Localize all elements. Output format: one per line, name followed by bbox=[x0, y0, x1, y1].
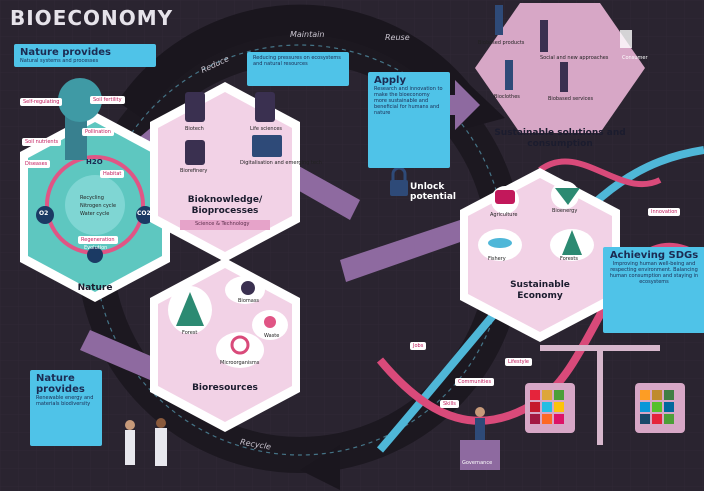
nature-pill: Soil fertility bbox=[90, 96, 125, 104]
nature-pill: Diseases bbox=[22, 160, 51, 168]
person-icon-4 bbox=[560, 62, 568, 92]
fish-icon bbox=[488, 238, 512, 248]
sdg-tiles-left bbox=[530, 390, 564, 424]
solutions-item: Bioclothes bbox=[494, 94, 520, 100]
dna-tag: Communities bbox=[455, 378, 495, 386]
nature-item: Nitrogen cycle bbox=[80, 203, 117, 209]
dna-tag: Skills bbox=[440, 400, 459, 408]
h2o-label: H2O bbox=[86, 158, 103, 166]
podium-icon bbox=[460, 440, 500, 470]
sdg-text: Improving human well-being and respectin… bbox=[609, 261, 699, 285]
solutions-item: Biobased products bbox=[478, 40, 525, 46]
o2-icon bbox=[36, 206, 54, 224]
cycle-label-reuse: Reuse bbox=[385, 33, 410, 42]
nature-pill: Pollination bbox=[82, 128, 114, 136]
unlock-potential-label: Unlock potential bbox=[410, 182, 456, 202]
microscope-icon bbox=[255, 92, 275, 122]
nature-top-sub: Natural systems and processes bbox=[20, 58, 99, 64]
cycle-label-maintain: Maintain bbox=[290, 30, 325, 39]
dna-tag: Lifestyle bbox=[505, 358, 533, 366]
hex-bioresources-label: Bioresources bbox=[192, 383, 258, 393]
nature-item: Evolution bbox=[84, 245, 108, 251]
solutions-item: Social and new approaches bbox=[540, 55, 609, 61]
nature-pill: Soil nutrients bbox=[22, 138, 62, 146]
bioknowledge-item: Biotech bbox=[185, 126, 204, 132]
flow-arrow-3 bbox=[340, 220, 466, 282]
lab-icon bbox=[185, 140, 205, 165]
nature-provides-top: Nature provides Natural systems and proc… bbox=[14, 44, 156, 67]
bioresources-item: Waste bbox=[264, 333, 280, 339]
shopping-bag-icon bbox=[620, 30, 632, 48]
person-icon-3 bbox=[505, 60, 513, 90]
bioresources-item: Forest bbox=[182, 330, 198, 336]
cow-icon bbox=[241, 281, 255, 295]
podium-label: Governance bbox=[462, 460, 493, 466]
economy-item: Forests bbox=[560, 256, 578, 262]
economy-item: Agriculture bbox=[490, 212, 518, 218]
hex-bioknowledge-label: Bioknowledge/ Bioprocesses bbox=[187, 195, 263, 216]
solutions-item: Biobased services bbox=[548, 96, 594, 102]
apply-heading: Apply bbox=[374, 75, 407, 86]
page-title: BIOECONOMY bbox=[10, 6, 174, 30]
bioknowledge-item: Biorefinery bbox=[180, 168, 208, 174]
nature-top-heading: Nature provides bbox=[20, 47, 112, 58]
forests-icon bbox=[562, 230, 582, 255]
dna-tag: Innovation bbox=[648, 208, 681, 216]
economy-item: Fishery bbox=[488, 256, 506, 262]
bioresources-item: Microorganisms bbox=[220, 360, 260, 366]
nature-pill: Self-regulating bbox=[20, 98, 63, 106]
laptop-icon bbox=[252, 135, 282, 157]
sdg-heading: Achieving SDGs bbox=[609, 250, 699, 261]
sdg-tiles-right bbox=[640, 390, 674, 424]
microbe-icon bbox=[230, 335, 250, 355]
flow-arrow-4 bbox=[80, 330, 160, 380]
apply-text: Research and innovation to make the bioe… bbox=[374, 86, 443, 116]
forest-icon bbox=[176, 292, 204, 326]
knowledge-info-text: Reducing pressures on ecosystems and nat… bbox=[253, 55, 341, 67]
nature-item: Recycling bbox=[80, 195, 104, 201]
bioknowledge-item: Digitalisation and emerging tech bbox=[240, 160, 322, 166]
nature-item: Water cycle bbox=[80, 211, 110, 217]
co2-icon bbox=[136, 206, 154, 224]
hex-economy-label: Sustainable Economy bbox=[510, 280, 570, 301]
apply-box: Apply Research and innovation to make th… bbox=[368, 72, 450, 168]
consumer-label: Consumer bbox=[622, 55, 648, 61]
bioknowledge-item: Life sciences bbox=[250, 126, 283, 132]
nature-provides-bottom: Nature provides Renewable energy and mat… bbox=[30, 370, 102, 446]
hex-nature-label: Nature bbox=[77, 283, 113, 293]
sdg-box: Achieving SDGs Improving human well-bein… bbox=[603, 247, 704, 333]
knowledge-info-box: Reducing pressures on ecosystems and nat… bbox=[247, 52, 349, 86]
hex-solutions-label: Sustainable solutions and consumption bbox=[494, 128, 626, 149]
lock-icon bbox=[390, 180, 408, 196]
scientist-icon-1 bbox=[125, 430, 135, 465]
scientist-icon-2 bbox=[155, 428, 167, 466]
bioresources-item: Biomass bbox=[238, 298, 260, 304]
nature-pill: Habitat bbox=[100, 170, 125, 178]
person-icon-1 bbox=[495, 5, 503, 35]
economy-item: Bioenergy bbox=[552, 208, 578, 214]
hex-bioknowledge-banner: Science & Technology bbox=[195, 221, 250, 227]
cycle-arrowhead-bottom bbox=[300, 445, 340, 490]
bioenergy-icon bbox=[555, 188, 580, 205]
tractor-icon bbox=[495, 190, 515, 204]
nature-pill: Regeneration bbox=[78, 236, 118, 244]
person-icon-2 bbox=[540, 20, 548, 52]
recycle-icon bbox=[264, 316, 276, 328]
scale-pole bbox=[597, 345, 603, 445]
nature-bottom-heading: Nature provides bbox=[36, 373, 85, 395]
o2-label: O2 bbox=[39, 210, 49, 217]
nature-bottom-sub: Renewable energy and materials biodivers… bbox=[36, 395, 94, 407]
co2-label: CO2 bbox=[137, 210, 151, 217]
dna-tag: Jobs bbox=[410, 342, 427, 350]
dna-icon bbox=[185, 92, 205, 122]
